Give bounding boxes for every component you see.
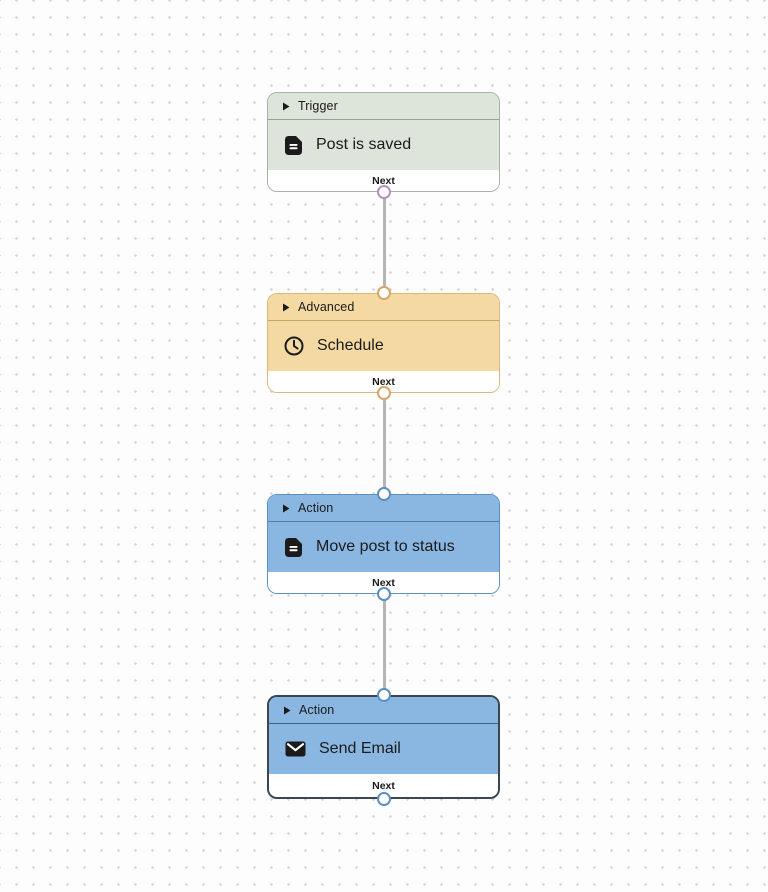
node-category-label: Action (299, 703, 335, 717)
output-port-trigger[interactable] (377, 185, 391, 199)
document-icon (284, 537, 303, 557)
node-category-label: Advanced (298, 300, 355, 314)
collapse-triangle-icon[interactable] (283, 706, 291, 715)
node-title: Send Email (319, 740, 401, 757)
edge-trigger-to-advanced[interactable] (383, 192, 386, 293)
output-port-label: Next (372, 779, 395, 792)
output-port-label: Next (372, 375, 395, 388)
output-port-label: Next (372, 174, 395, 187)
node-body-trigger[interactable]: Post is saved (268, 120, 499, 170)
workflow-node-action-move-post[interactable]: Action Move post to status Next (267, 494, 500, 594)
edge-action-move-to-send-email[interactable] (383, 594, 386, 695)
mail-icon (285, 741, 306, 757)
clock-icon (284, 336, 304, 356)
input-port-advanced[interactable] (377, 286, 391, 300)
node-category-label: Action (298, 501, 334, 515)
input-port-action-send-email[interactable] (377, 688, 391, 702)
node-output-section: Next (268, 371, 499, 392)
node-title: Schedule (317, 337, 384, 354)
node-header-trigger[interactable]: Trigger (268, 93, 499, 120)
collapse-triangle-icon[interactable] (282, 504, 290, 513)
node-title: Move post to status (316, 538, 455, 555)
workflow-node-advanced-schedule[interactable]: Advanced Schedule Next (267, 293, 500, 393)
edge-advanced-to-action-move[interactable] (383, 393, 386, 494)
node-output-section: Next (269, 774, 498, 797)
workflow-node-action-send-email[interactable]: Action Send Email Next (267, 695, 500, 799)
node-body-action[interactable]: Move post to status (268, 522, 499, 572)
node-output-section: Next (268, 572, 499, 593)
output-port-action-move-post[interactable] (377, 587, 391, 601)
collapse-triangle-icon[interactable] (282, 303, 290, 312)
document-icon (284, 135, 303, 155)
node-body-advanced[interactable]: Schedule (268, 321, 499, 371)
node-title: Post is saved (316, 136, 412, 153)
output-port-label: Next (372, 576, 395, 589)
output-port-action-send-email[interactable] (377, 792, 391, 806)
node-output-section: Next (268, 170, 499, 191)
collapse-triangle-icon[interactable] (282, 102, 290, 111)
input-port-action-move-post[interactable] (377, 487, 391, 501)
workflow-node-trigger[interactable]: Trigger Post is saved Next (267, 92, 500, 192)
node-body-action[interactable]: Send Email (269, 724, 498, 774)
output-port-advanced[interactable] (377, 386, 391, 400)
node-category-label: Trigger (298, 99, 338, 113)
